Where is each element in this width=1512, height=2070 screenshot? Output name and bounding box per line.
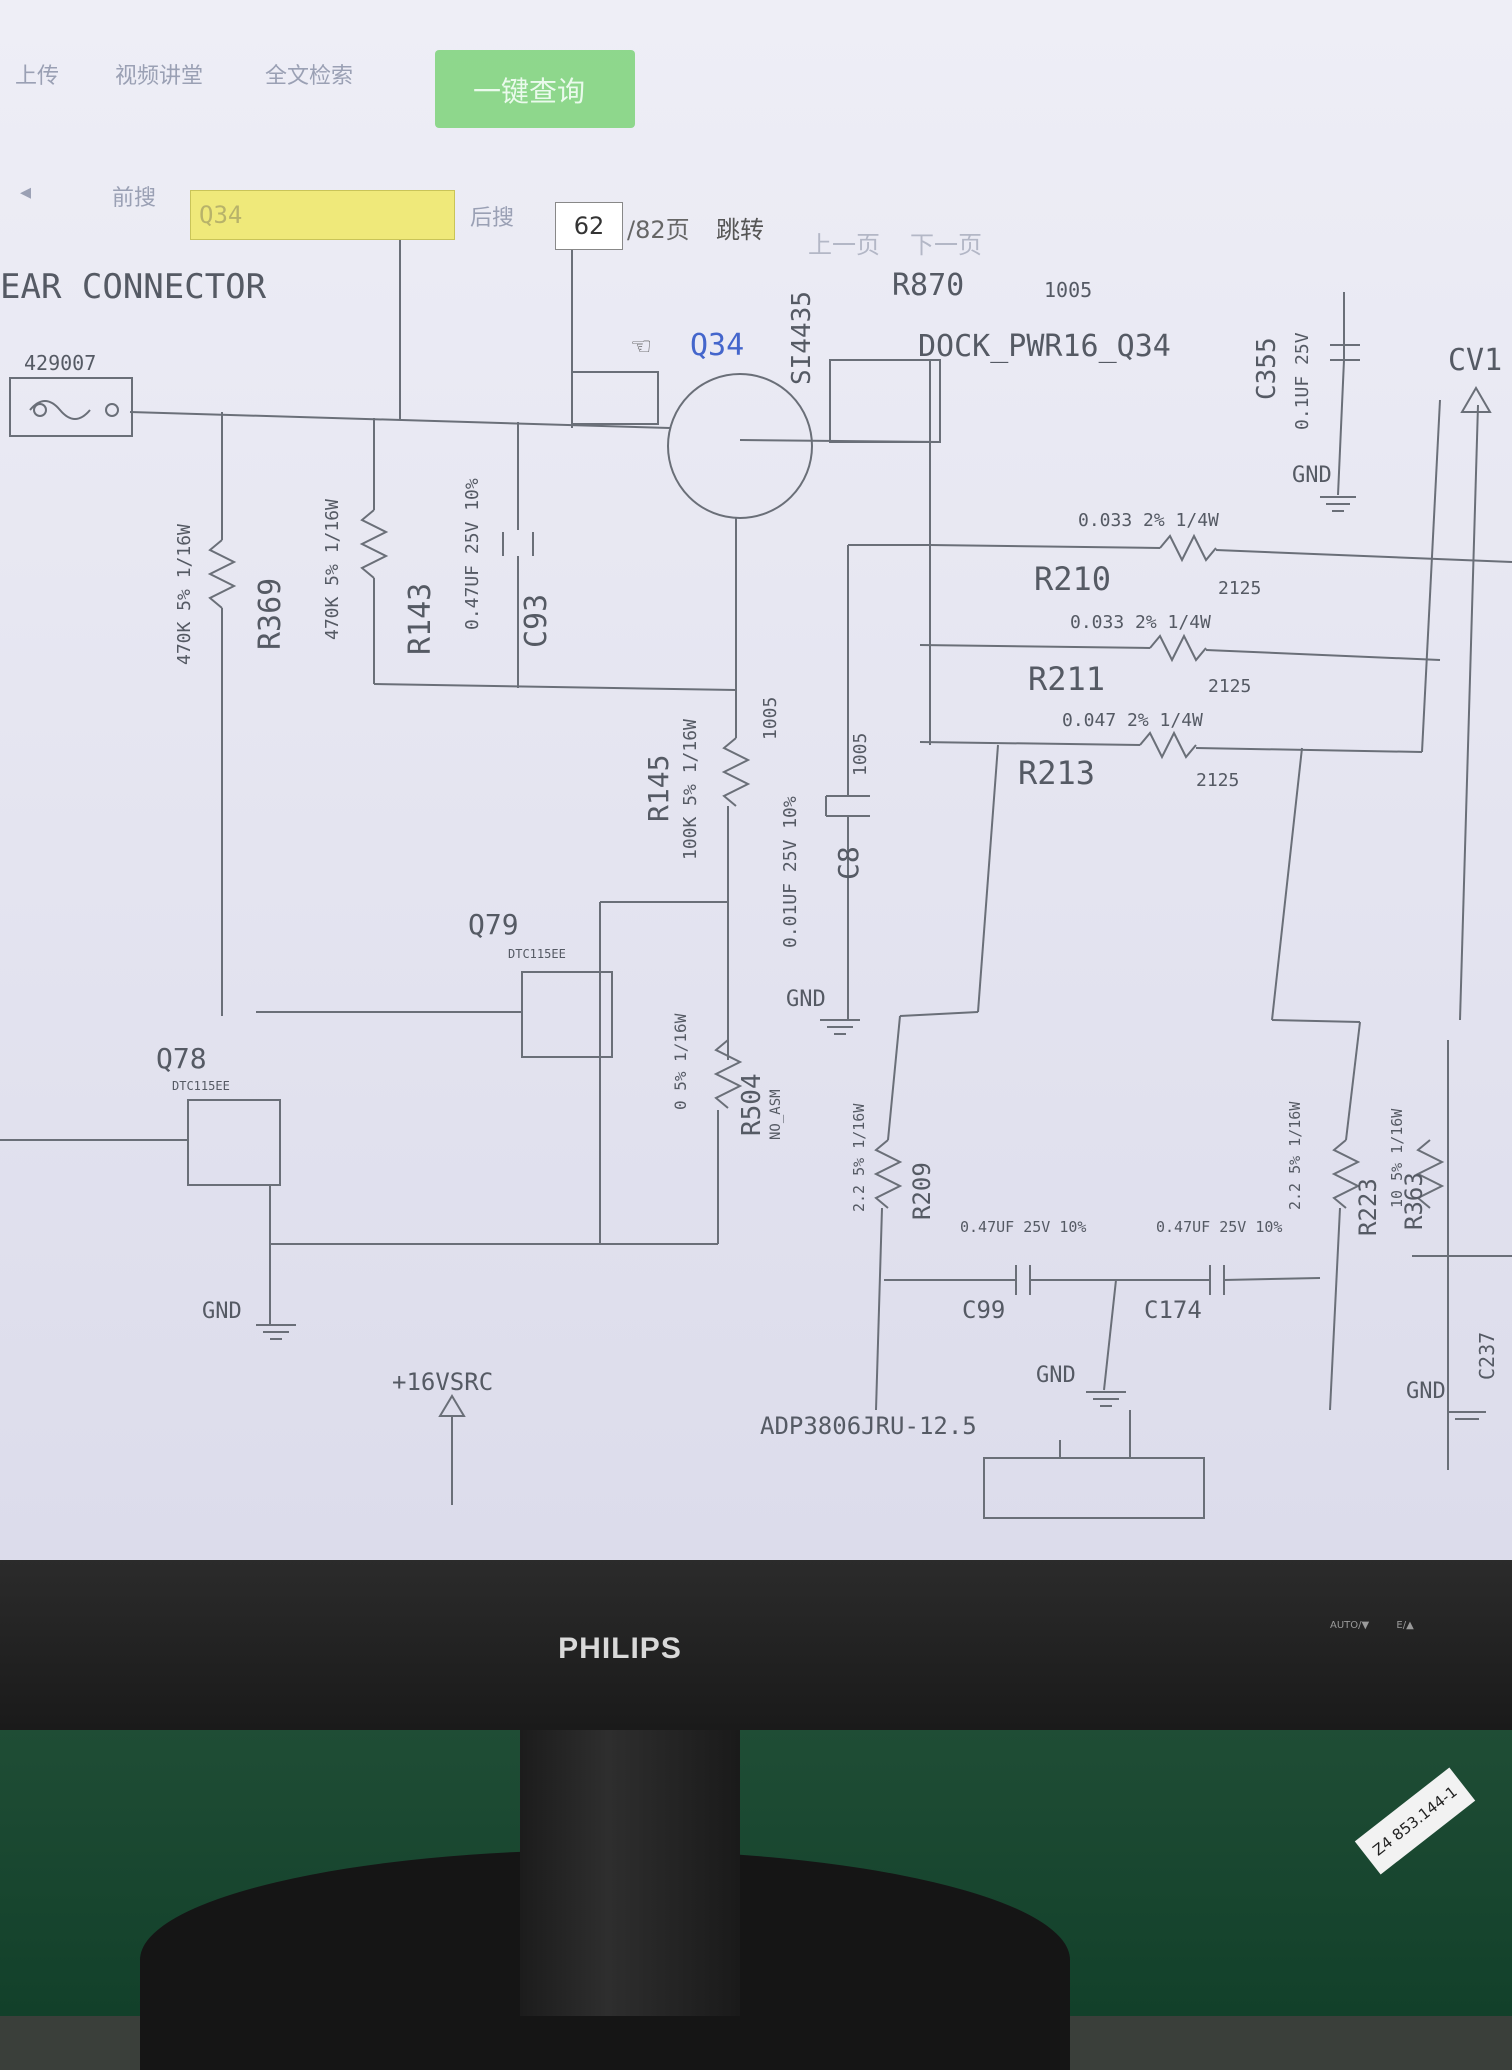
monitor-stand <box>520 1728 740 2016</box>
r145-size: 1005 <box>760 697 781 740</box>
one-click-query-button[interactable]: 一键查询 <box>435 50 635 128</box>
r143-value: 470K 5% 1/16W <box>322 499 343 640</box>
q34-highlight-label: Q34 <box>690 328 744 363</box>
gnd-label-c99: GND <box>1036 1363 1076 1388</box>
r213-size: 2125 <box>1196 770 1239 791</box>
auto-button-label: AUTO/▼ <box>1330 1620 1370 1631</box>
q78-value: DTC115EE <box>172 1079 230 1093</box>
fulltext-search-button[interactable]: 全文检索 <box>265 64 354 89</box>
monitor-brand-logo: PHILIPS <box>558 1632 682 1665</box>
r223-value: 2.2 5% 1/16W <box>1286 1101 1304 1210</box>
monitor-screen: 上传 视频讲堂 全文检索 一键查询 ◂ 前搜 Q34 后搜 62 /82页 跳转… <box>0 0 1512 1560</box>
r504-note: NO_ASM <box>768 1089 784 1140</box>
c99-ref: C99 <box>962 1296 1005 1324</box>
prev-page-button[interactable]: 上一页 <box>808 231 880 259</box>
c93-value: 0.47UF 25V 10% <box>462 478 483 630</box>
viewer-toolbar: 上传 视频讲堂 全文检索 一键查询 ◂ 前搜 Q34 后搜 62 /82页 跳转… <box>0 0 1512 259</box>
c174-value: 0.47UF 25V 10% <box>1156 1218 1282 1236</box>
r363-value: 10 5% 1/16W <box>1388 1108 1406 1208</box>
r209-value: 2.2 5% 1/16W <box>850 1103 868 1212</box>
r145-value: 100K 5% 1/16W <box>680 719 701 860</box>
gnd-label-right: GND <box>1406 1379 1446 1404</box>
next-page-button[interactable]: 下一页 <box>910 231 982 259</box>
gnd-label-c8: GND <box>786 987 826 1012</box>
r870-value: 1005 <box>1044 278 1092 302</box>
next-search-button[interactable]: 后搜 <box>470 206 515 231</box>
r211-ref: R211 <box>1028 660 1105 698</box>
schematic-diagram: EAR CONNECTOR 429007 Q34 SI4435 DOCK_PWR… <box>0 240 1512 1519</box>
c99-value: 0.47UF 25V 10% <box>960 1218 1086 1236</box>
r213-ref: R213 <box>1018 754 1095 792</box>
r213-value: 0.047 2% 1/4W <box>1062 710 1203 731</box>
page-total: /82页 <box>627 216 690 244</box>
monitor-bezel <box>0 1560 1512 1730</box>
r211-value: 0.033 2% 1/4W <box>1070 612 1211 633</box>
r210-size: 2125 <box>1218 578 1261 599</box>
mosfet-part: SI4435 <box>787 291 817 385</box>
prev-search-icon[interactable]: ◂ <box>20 180 32 205</box>
one-click-query-label: 一键查询 <box>473 75 586 108</box>
c8-value: 0.01UF 25V 10% <box>780 796 801 948</box>
q79-value: DTC115EE <box>508 947 566 961</box>
hand-cursor-icon: ☜ <box>632 329 650 364</box>
fuse-ref: 429007 <box>24 351 96 375</box>
c174-ref: C174 <box>1144 1296 1202 1324</box>
r210-ref: R210 <box>1034 560 1111 598</box>
q79-ref: Q79 <box>468 908 519 941</box>
search-input[interactable]: Q34 <box>190 190 455 240</box>
r504-value: 0 5% 1/16W <box>671 1013 690 1110</box>
jump-button[interactable]: 跳转 <box>716 216 764 244</box>
c355-ref: C355 <box>1252 337 1282 400</box>
c8-size: 1005 <box>850 733 871 776</box>
page-number-input[interactable]: 62 <box>555 202 623 250</box>
q78-ref: Q78 <box>156 1042 207 1075</box>
net-dock-pwr: DOCK_PWR16_Q34 <box>918 329 1171 364</box>
r211-size: 2125 <box>1208 676 1251 697</box>
r143-ref: R143 <box>403 583 438 655</box>
r223-ref: R223 <box>1354 1178 1382 1236</box>
r210-value: 0.033 2% 1/4W <box>1078 510 1219 531</box>
r145-ref: R145 <box>642 755 675 822</box>
c237-ref: C237 <box>1475 1332 1499 1380</box>
upload-button[interactable]: 上传 <box>15 64 60 89</box>
section-title: EAR CONNECTOR <box>0 267 267 307</box>
r870-ref: R870 <box>892 268 964 303</box>
r369-ref: R369 <box>253 578 288 650</box>
r209-ref: R209 <box>908 1162 936 1220</box>
net-16vsrc: +16VSRC <box>392 1368 493 1396</box>
net-cv1: CV1 <box>1448 343 1502 378</box>
c355-value: 0.1UF 25V <box>1292 332 1313 430</box>
ic-part: ADP3806JRU-12.5 <box>760 1412 977 1440</box>
c8-ref: C8 <box>832 846 865 880</box>
prev-search-button[interactable]: 前搜 <box>112 186 157 211</box>
monitor-button-labels: AUTO/▼ E/▲ <box>1330 1620 1438 1631</box>
c93-ref: C93 <box>519 594 554 648</box>
gnd-label-q78: GND <box>202 1299 242 1324</box>
r504-ref: R504 <box>737 1073 767 1136</box>
video-lecture-button[interactable]: 视频讲堂 <box>115 64 204 89</box>
enter-button-label: E/▲ <box>1396 1620 1414 1631</box>
gnd-label-c355: GND <box>1292 463 1332 488</box>
r369-value: 470K 5% 1/16W <box>174 524 195 665</box>
r363-ref: R363 <box>1400 1172 1428 1230</box>
